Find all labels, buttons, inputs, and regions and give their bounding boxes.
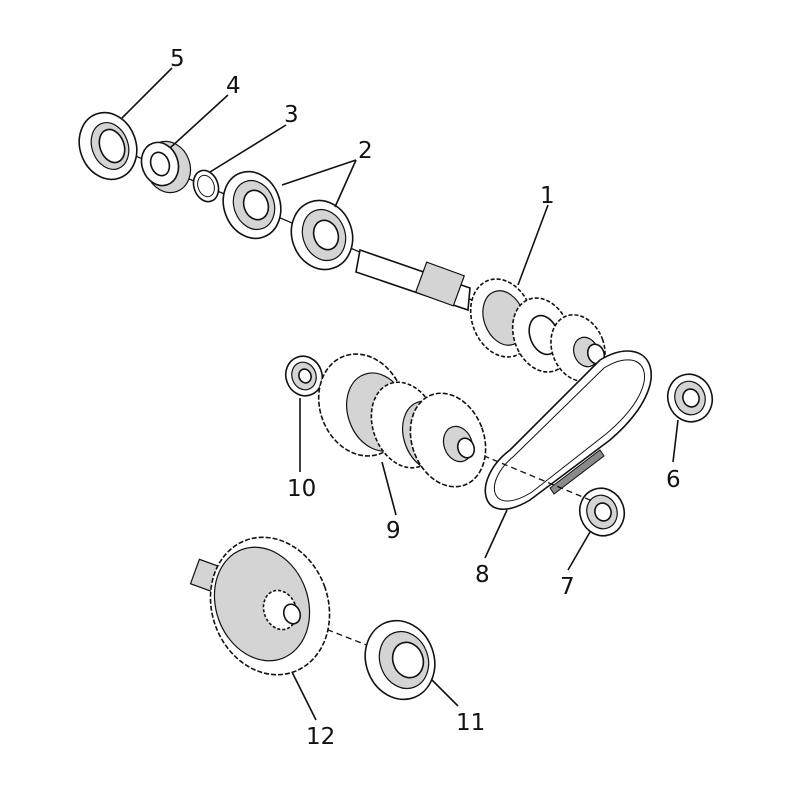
part-5-oil-seal xyxy=(78,111,138,181)
callout-5: 5 xyxy=(170,46,185,72)
part-9-gear-cluster xyxy=(317,353,487,488)
part-1-main-shaft xyxy=(355,248,606,382)
part-10-bearing xyxy=(284,355,324,397)
callout-3: 3 xyxy=(284,102,299,128)
callout-11: 11 xyxy=(456,710,485,736)
callout-9: 9 xyxy=(386,518,401,544)
callout-4: 4 xyxy=(226,73,241,99)
leader-line-7 xyxy=(567,531,591,571)
leader-line-2b xyxy=(334,159,357,208)
middle-axis-line xyxy=(464,447,591,501)
leader-line-5 xyxy=(121,67,173,119)
callout-6: 6 xyxy=(666,467,681,493)
leader-line-8 xyxy=(484,509,508,559)
leader-line-4 xyxy=(169,94,229,149)
callout-8: 8 xyxy=(475,562,490,588)
leader-line-3 xyxy=(209,124,287,173)
callout-1: 1 xyxy=(540,183,555,209)
callout-12: 12 xyxy=(306,724,335,750)
part-2-bearing-b xyxy=(290,199,354,271)
callout-10: 10 xyxy=(287,476,316,502)
part-3-circlip xyxy=(192,169,220,203)
leader-line-6 xyxy=(672,419,679,463)
callout-2: 2 xyxy=(358,138,373,164)
part-12-large-gear xyxy=(189,536,331,676)
part-8-chain xyxy=(484,350,652,511)
leader-line-11 xyxy=(431,679,459,707)
part-6-bearing xyxy=(666,373,714,423)
part-11-bearing xyxy=(364,619,436,701)
leader-line-9 xyxy=(381,461,397,516)
part-4-bushing xyxy=(140,140,192,194)
leader-line-2a xyxy=(281,159,357,186)
part-7-bearing xyxy=(578,487,626,537)
part-2-bearing-a xyxy=(222,170,282,240)
callout-7: 7 xyxy=(560,574,575,600)
leader-line-12 xyxy=(291,671,317,721)
leader-line-1 xyxy=(517,204,549,286)
